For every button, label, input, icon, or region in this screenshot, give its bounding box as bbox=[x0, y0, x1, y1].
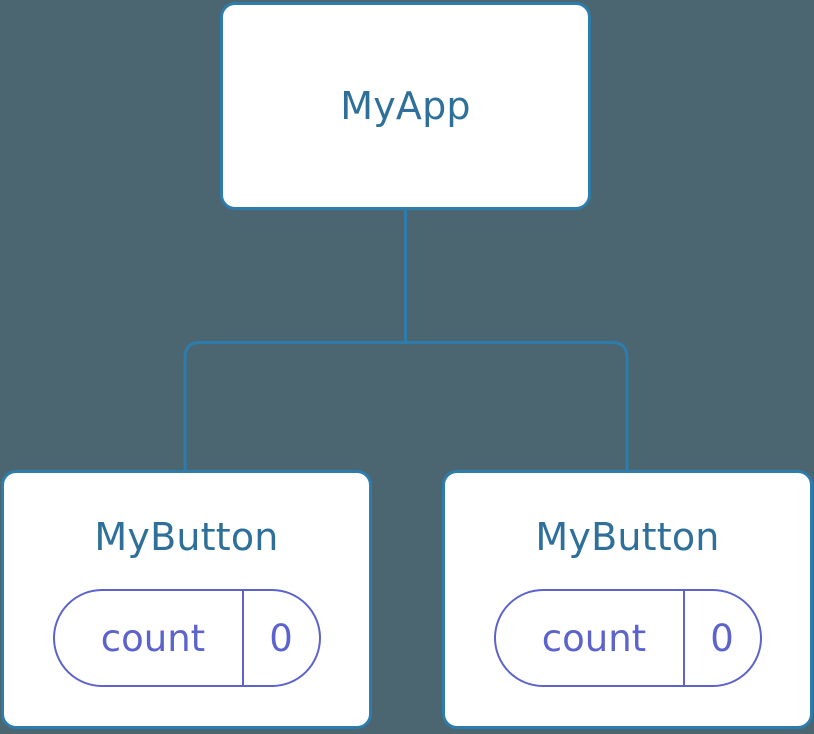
component-node-child-1[interactable]: MyButton count 0 bbox=[442, 470, 813, 729]
connector-branch-right bbox=[405, 341, 629, 471]
connector-branch-left bbox=[183, 341, 406, 471]
component-node-root[interactable]: MyApp bbox=[220, 2, 591, 210]
state-badge[interactable]: count 0 bbox=[493, 589, 762, 687]
state-key-label: count bbox=[541, 616, 647, 660]
component-name-label: MyApp bbox=[340, 84, 471, 128]
component-name-label: MyButton bbox=[535, 515, 720, 559]
component-name-label: MyButton bbox=[94, 515, 279, 559]
state-badge[interactable]: count 0 bbox=[52, 589, 321, 687]
state-divider bbox=[241, 591, 244, 685]
state-value-label: 0 bbox=[710, 616, 734, 660]
state-key-label: count bbox=[100, 616, 206, 660]
state-divider bbox=[682, 591, 685, 685]
component-node-child-0[interactable]: MyButton count 0 bbox=[1, 470, 372, 729]
state-value-label: 0 bbox=[269, 616, 293, 660]
